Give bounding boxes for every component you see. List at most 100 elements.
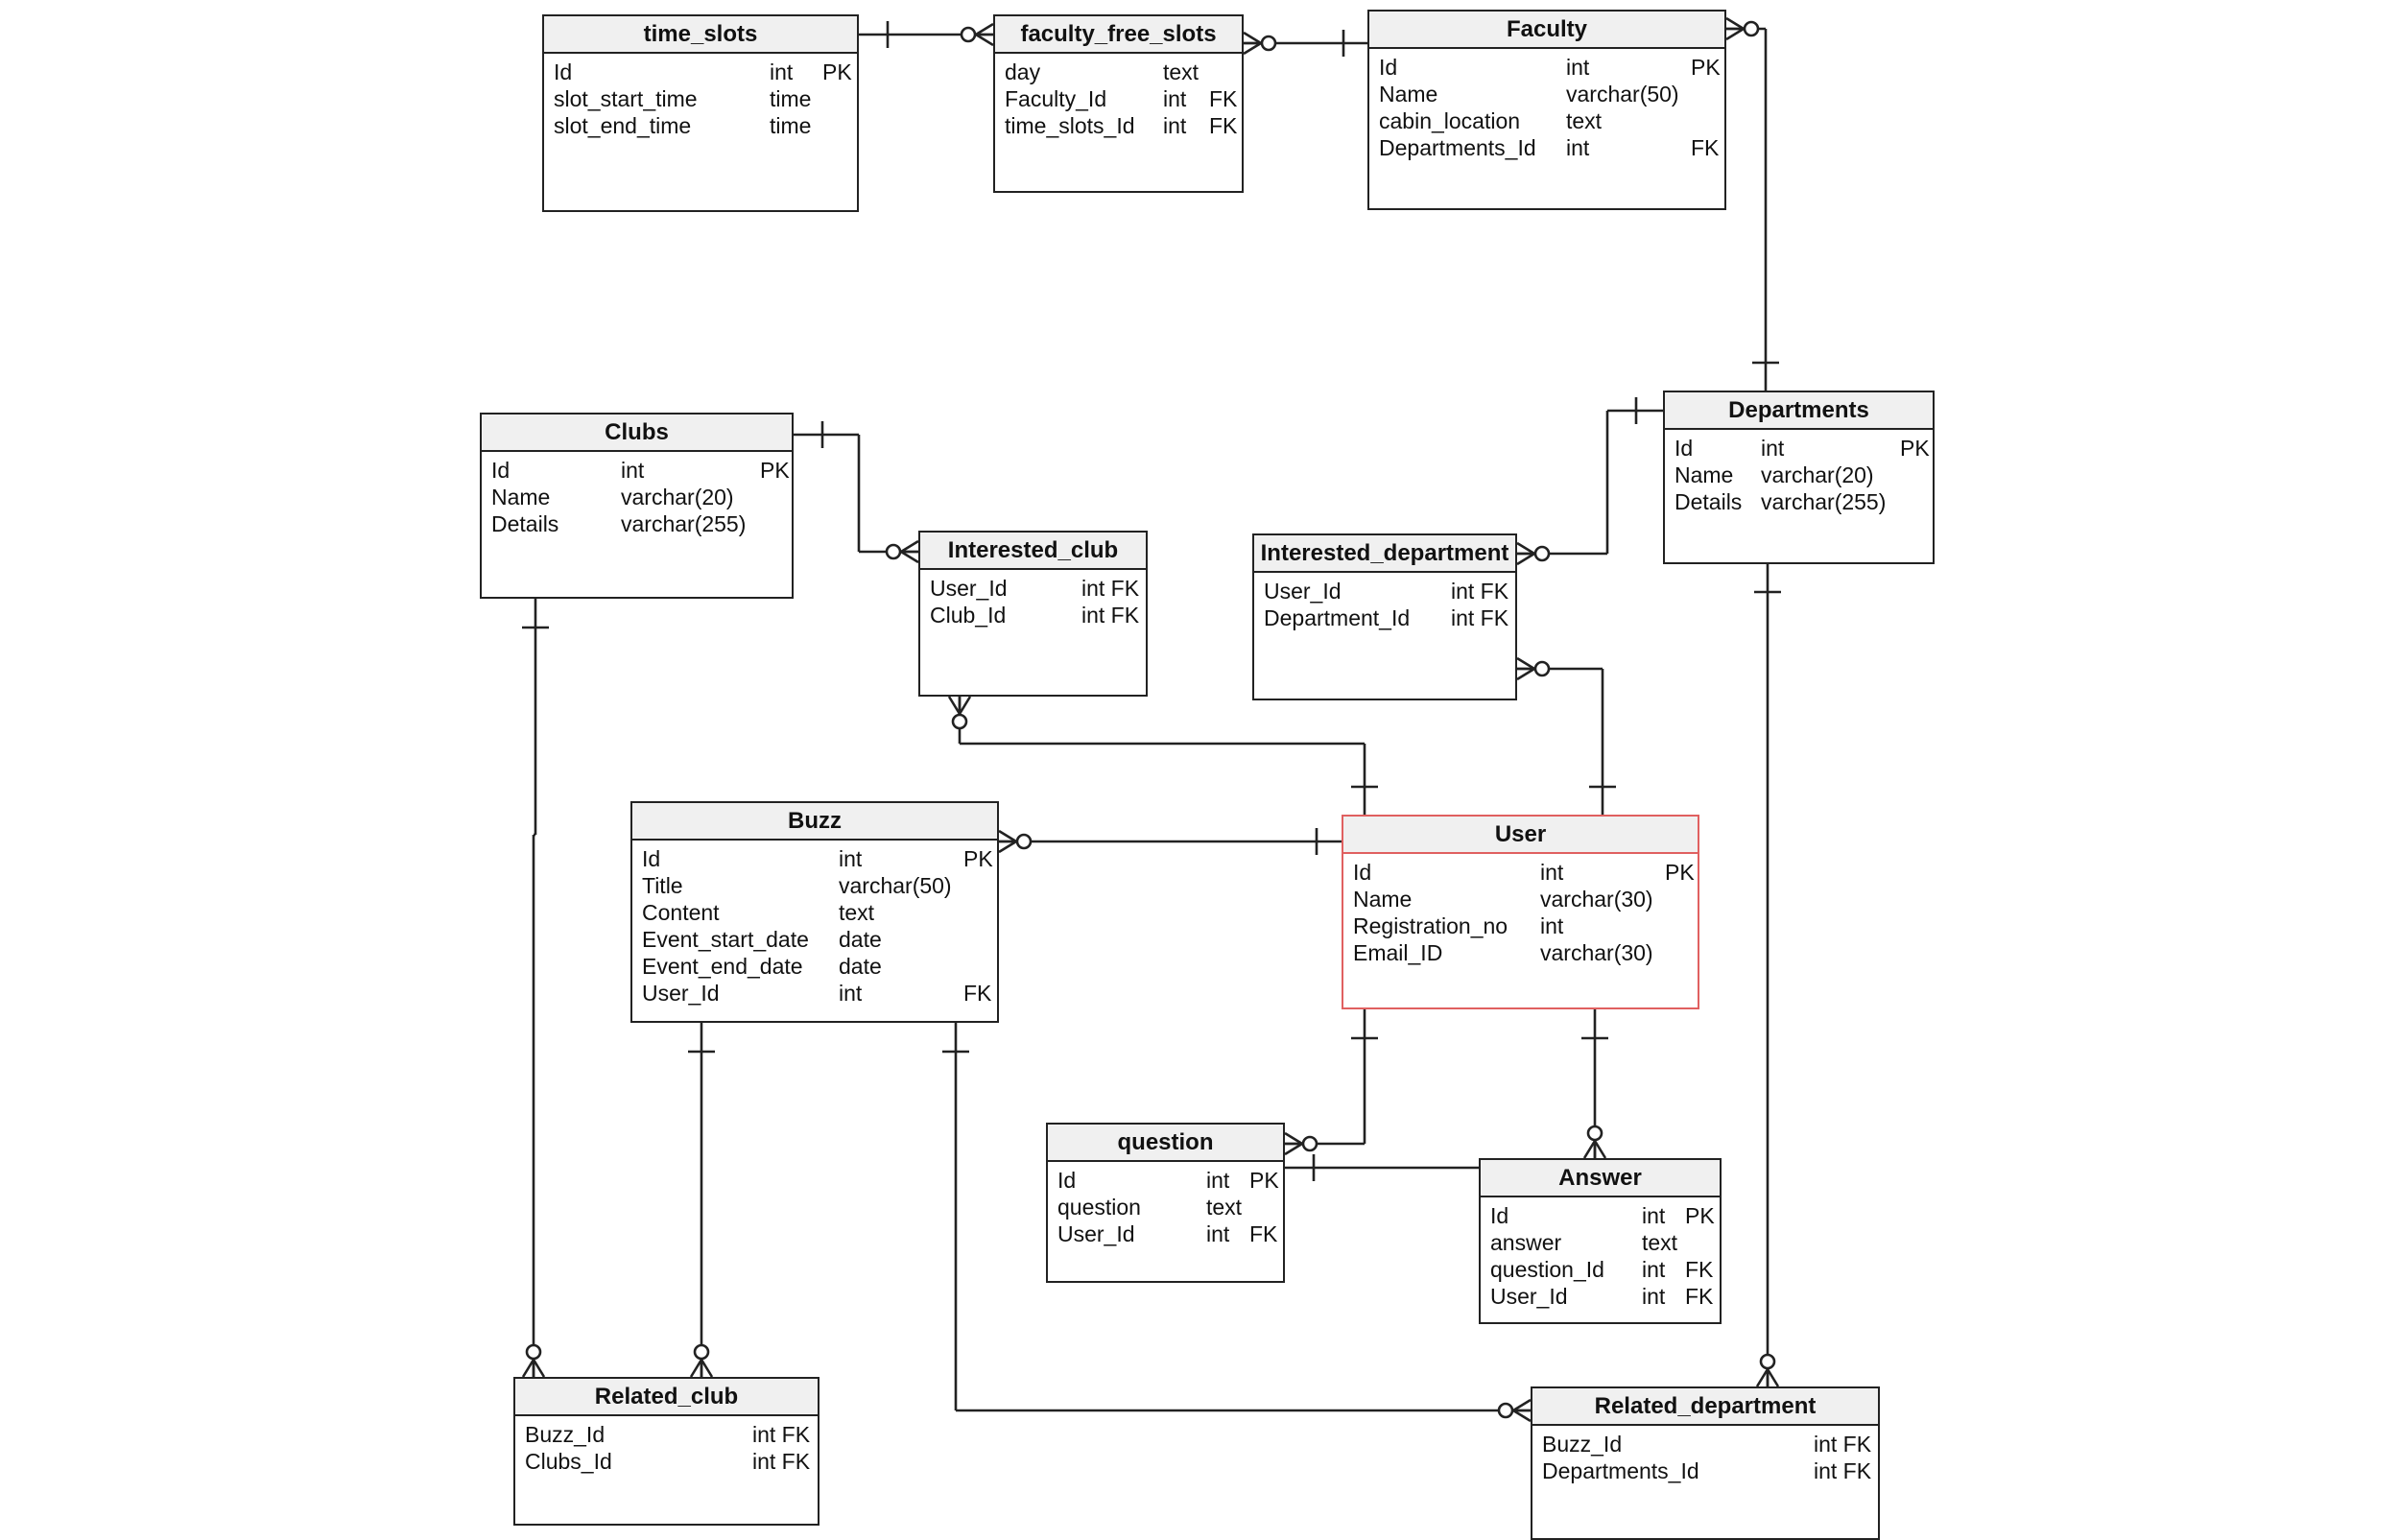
column-name: Name [1675, 462, 1734, 487]
column-key: PK [822, 59, 852, 84]
column-type: int [1163, 113, 1187, 138]
column-key: PK [1691, 55, 1721, 80]
entity-title: Interested_department [1254, 535, 1515, 573]
column-type: varchar(30) [1540, 887, 1653, 912]
many-marker [1516, 552, 1535, 566]
many-marker [1725, 27, 1745, 41]
column-name: Buzz_Id [1542, 1432, 1623, 1457]
entity-title: Departments [1665, 392, 1933, 430]
column-type: date [839, 954, 882, 979]
column-type: date [839, 927, 882, 952]
column-key: PK [760, 458, 790, 483]
column-type: int FK [1081, 603, 1140, 628]
column-type: text [839, 900, 875, 925]
column-name: Id [642, 846, 661, 871]
column-type: int [1642, 1203, 1666, 1228]
column-name: question [1057, 1195, 1141, 1220]
column-name: Email_ID [1353, 940, 1443, 965]
column-type: text [1566, 108, 1603, 133]
column-name: Faculty_Id [1005, 86, 1107, 111]
many-marker [998, 829, 1017, 843]
column-name: slot_end_time [554, 113, 692, 138]
zero-marker [525, 1343, 542, 1361]
many-marker [689, 1359, 703, 1378]
many-marker [900, 550, 919, 564]
column-name: User_Id [930, 576, 1008, 601]
column-type: varchar(20) [1761, 462, 1874, 487]
column-name: User_Id [1057, 1221, 1135, 1246]
column-type: int FK [1081, 576, 1140, 601]
column-name: slot_start_time [554, 86, 698, 111]
column-name: Name [1379, 82, 1438, 107]
entity-title: Answer [1481, 1160, 1720, 1197]
column-name: Buzz_Id [525, 1422, 606, 1447]
many-marker [1755, 1368, 1770, 1387]
column-type: varchar(20) [621, 485, 734, 509]
many-marker [1516, 541, 1535, 556]
zero-marker [1759, 1353, 1776, 1370]
column-name: time_slots_Id [1005, 113, 1135, 138]
zero-marker [1533, 660, 1551, 677]
entity-title: Related_department [1532, 1388, 1878, 1426]
column-name: Id [1379, 55, 1398, 80]
column-key: PK [963, 846, 993, 871]
column-row: time_slots_Id int FK [995, 112, 1242, 139]
column-type: int FK [1451, 605, 1509, 630]
many-marker [532, 1359, 546, 1378]
many-marker [1243, 41, 1262, 56]
zero-marker [1260, 35, 1277, 52]
column-key: FK [1209, 113, 1238, 138]
entity-title: Interested_club [920, 533, 1146, 570]
column-type: int [1642, 1284, 1666, 1309]
column-type: int [1761, 436, 1785, 461]
entity-title: Related_club [515, 1379, 818, 1416]
column-type: int [1540, 860, 1564, 885]
column-row: Details varchar(255) [482, 510, 792, 537]
column-name: Details [491, 511, 559, 536]
column-name: Id [554, 59, 573, 84]
column-type: int [839, 846, 863, 871]
column-type: int [1163, 86, 1187, 111]
column-name: question_Id [1490, 1257, 1604, 1282]
column-type: text [1206, 1195, 1243, 1220]
column-type: int FK [1451, 579, 1509, 604]
column-type: varchar(255) [621, 511, 747, 536]
zero-marker [693, 1343, 710, 1361]
column-key: PK [1685, 1203, 1715, 1228]
column-name: Event_end_date [642, 954, 803, 979]
zero-marker [1301, 1135, 1318, 1152]
